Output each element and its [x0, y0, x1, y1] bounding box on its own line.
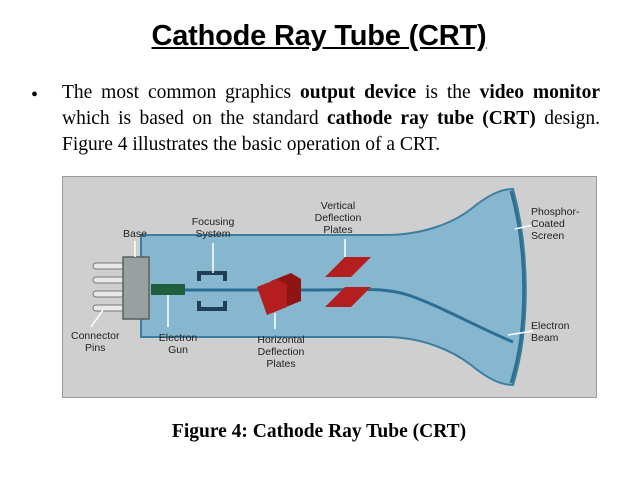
bullet-paragraph: The most common graphics output device i…: [62, 80, 600, 158]
bullet-bold-video-monitor: video monitor: [479, 82, 600, 103]
vertical-deflection-plate-top: [325, 257, 371, 277]
label-horizontal-2: Deflection: [258, 346, 305, 358]
label-horizontal-1: Horizontal: [257, 334, 304, 346]
label-gun-1: Electron: [159, 332, 198, 344]
slide-title: Cathode Ray Tube (CRT): [151, 20, 487, 52]
label-phosphor-3: Screen: [531, 230, 564, 242]
connector-pin: [92, 304, 126, 312]
bullet-bold-output-device: output device: [300, 82, 417, 103]
leader-beam: [507, 330, 534, 336]
label-focusing-2: System: [195, 228, 230, 240]
bullet-text-1: The most common graphics: [62, 82, 300, 103]
bullet-text-3: which is based on the standard: [62, 108, 328, 129]
connector-pin: [92, 276, 126, 284]
leader-connector: [90, 309, 104, 328]
vertical-deflection-plate-bottom: [325, 287, 371, 307]
bullet-marker: •: [31, 84, 39, 106]
leader-phosphor: [514, 224, 534, 230]
label-vertical-3: Plates: [323, 224, 352, 236]
crt-figure: Base Focusing System Vertical Deflection…: [62, 176, 597, 398]
label-phosphor-1: Phosphor-: [531, 206, 580, 218]
label-base: Base: [123, 228, 147, 240]
bullet-bold-crt: cathode ray tube (CRT): [327, 108, 536, 129]
bullet-text-2: is the: [416, 82, 480, 103]
label-beam-2: Beam: [531, 332, 559, 344]
connector-pin: [92, 290, 126, 298]
label-beam-1: Electron: [531, 320, 570, 332]
focusing-system-bottom: [197, 301, 227, 311]
horizontal-deflection-plate-front: [257, 279, 287, 315]
label-horizontal-3: Plates: [266, 358, 295, 370]
crt-diagram: Base Focusing System Vertical Deflection…: [71, 187, 580, 387]
label-vertical-2: Deflection: [315, 212, 362, 224]
connector-pin: [92, 262, 126, 270]
bullet-text-4: design. Figure 4 illustrates the basic o…: [62, 108, 600, 155]
figure-caption: Figure 4: Cathode Ray Tube (CRT): [171, 421, 467, 442]
base: [122, 256, 150, 320]
label-connector-2: Pins: [85, 342, 105, 354]
tube-envelope: [140, 187, 527, 387]
label-connector-1: Connector: [71, 330, 120, 342]
label-gun-2: Gun: [168, 344, 188, 356]
label-vertical-1: Vertical: [321, 200, 355, 212]
electron-gun: [151, 284, 185, 295]
phosphor-screen: [509, 190, 526, 384]
label-focusing-1: Focusing: [192, 216, 235, 228]
focusing-system-top: [197, 271, 227, 281]
label-phosphor-2: Coated: [531, 218, 565, 230]
